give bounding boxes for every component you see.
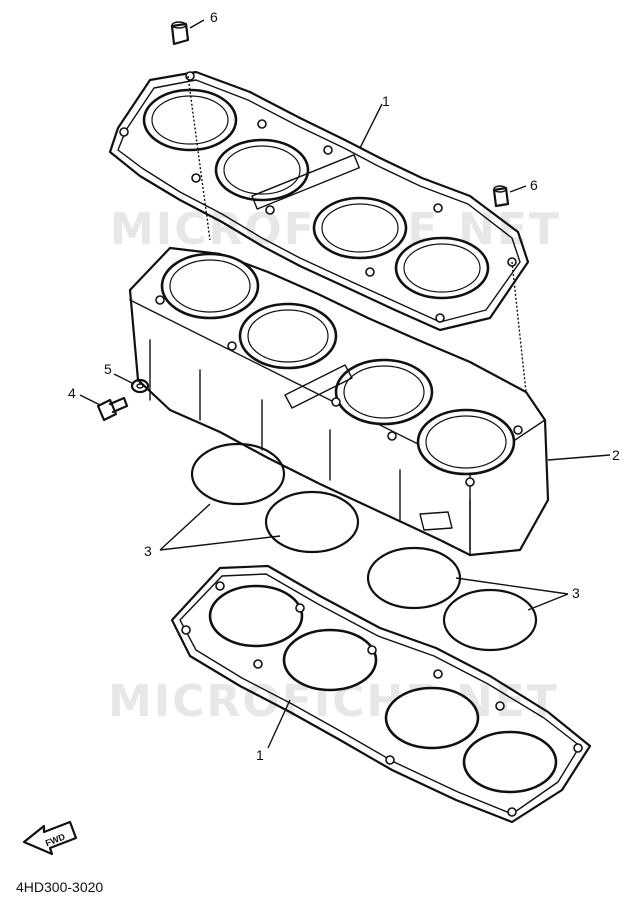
cylinder-block	[128, 246, 550, 557]
callout-2: 2	[612, 447, 620, 463]
callout-4: 4	[68, 385, 76, 401]
bolt	[96, 396, 129, 422]
callout-5: 5	[104, 361, 112, 377]
callout-6-top: 6	[210, 9, 218, 25]
callout-3-right: 3	[572, 585, 580, 601]
callout-6-right: 6	[530, 177, 538, 193]
dowel-pin-top	[170, 21, 190, 46]
callout-3-left: 3	[144, 543, 152, 559]
washer	[130, 378, 150, 394]
callout-lines	[79, 19, 611, 749]
head-gasket-top	[108, 70, 530, 332]
fwd-arrow-icon: FWD	[22, 820, 78, 856]
diagram-code: 4HD300-3020	[16, 879, 103, 895]
base-gasket-bottom	[170, 564, 592, 824]
callout-1-bottom: 1	[256, 747, 264, 763]
dowel-pin-right	[492, 185, 510, 208]
callout-1-top: 1	[382, 93, 390, 109]
